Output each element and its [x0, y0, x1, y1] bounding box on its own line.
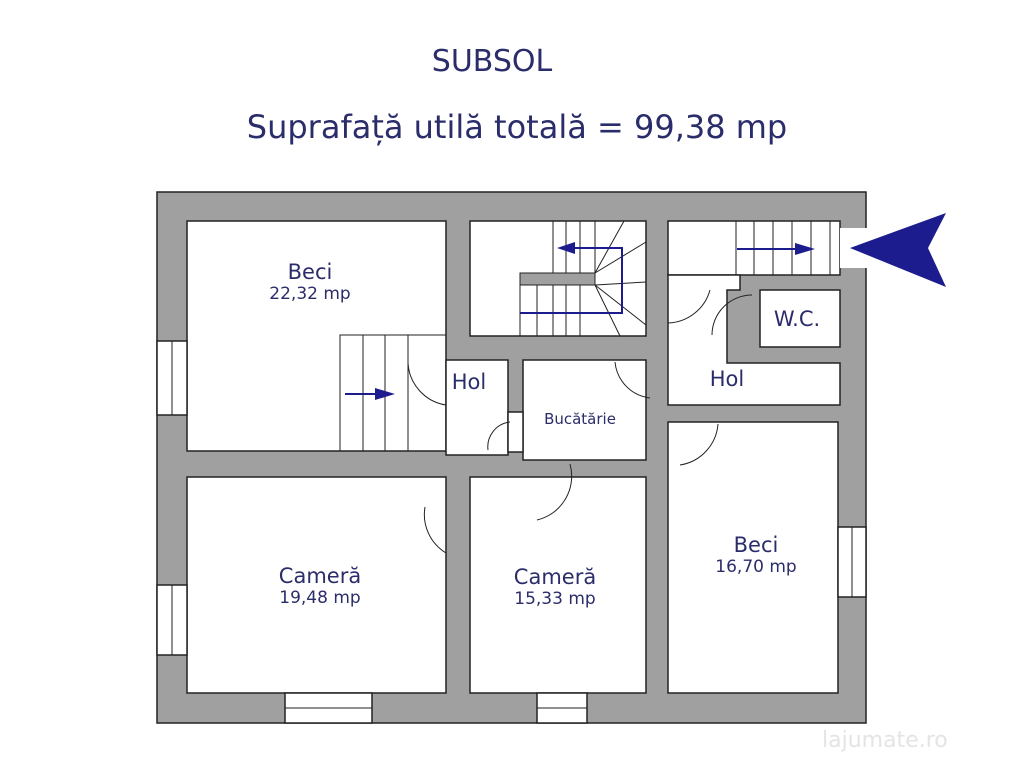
plan-title: SUBSOL	[431, 44, 553, 79]
watermark-logo: lajumate.ro	[822, 728, 948, 753]
room-name: Beci	[287, 260, 333, 284]
stair-arrow	[557, 242, 575, 254]
stair-arrow	[375, 388, 395, 400]
passage	[507, 411, 524, 453]
room-area: 22,32 mp	[269, 284, 351, 304]
room-label-hol-1: Hol	[451, 370, 487, 394]
room-beci-1	[186, 220, 447, 452]
room-label-bucatarie: Bucătărie	[544, 410, 616, 428]
room-hol-2	[667, 274, 841, 406]
room-hol-1	[445, 359, 509, 456]
room-name: Cameră	[513, 565, 597, 589]
room-camera-1	[186, 476, 447, 694]
room-area: 16,70 mp	[715, 557, 797, 577]
total-area-subtitle: Suprafață utilă totală = 99,38 mp	[246, 108, 788, 146]
room-label-wc: W.C.	[773, 307, 821, 331]
stair-arrow	[795, 243, 815, 255]
room-label-hol-2: Hol	[709, 367, 745, 391]
room-wc	[759, 289, 841, 348]
room-camera-2	[469, 476, 647, 694]
room-name: Beci	[733, 533, 779, 557]
room-area: 15,33 mp	[514, 589, 596, 609]
entrance-arrow-icon	[850, 213, 946, 287]
room-bucatarie	[522, 359, 647, 461]
room-area: 19,48 mp	[279, 588, 361, 608]
room-beci-2	[667, 421, 839, 694]
room-name: Cameră	[278, 564, 362, 588]
